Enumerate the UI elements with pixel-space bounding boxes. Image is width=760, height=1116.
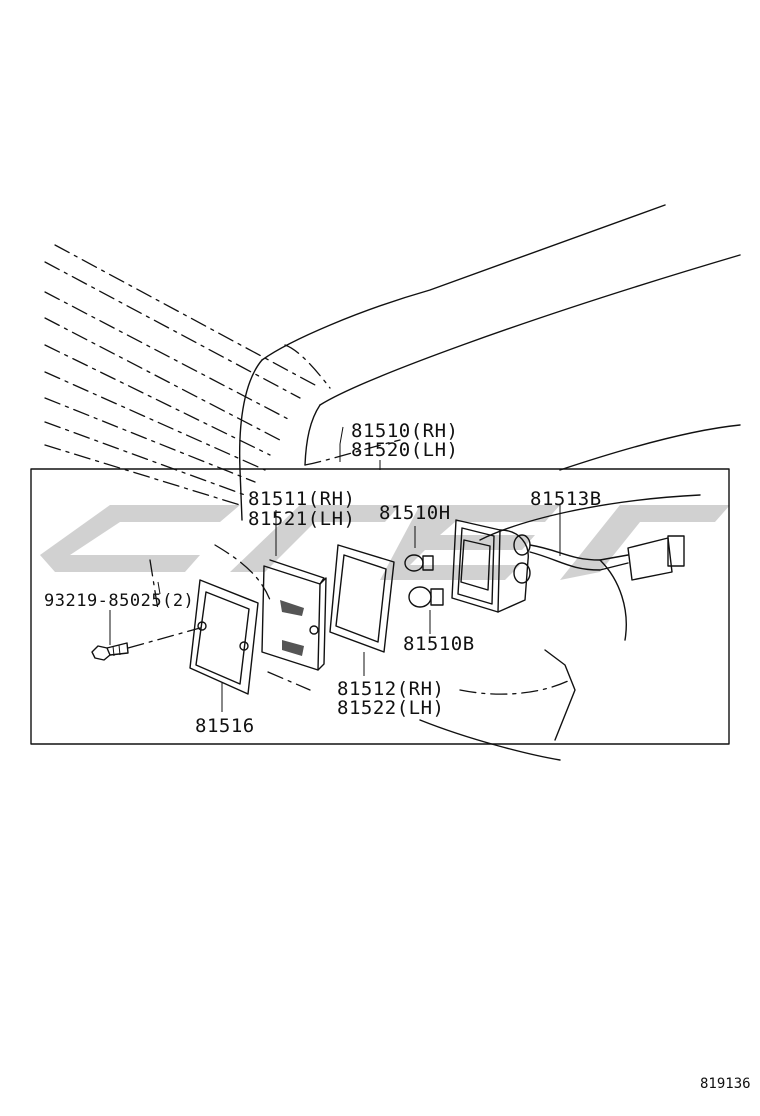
- label-81521-lh: 81521(LH): [248, 508, 356, 530]
- label-93219-85025: 93219-85025(2): [44, 591, 195, 611]
- socket-housing: [451, 505, 685, 613]
- label-81510-rh: 81510(RH): [351, 420, 459, 442]
- label-81512-rh: 81512(RH): [337, 678, 445, 700]
- screw-part: [91, 627, 201, 661]
- vehicle-body-outline: [44, 204, 741, 761]
- label-81522-lh: 81522(LH): [337, 697, 445, 719]
- lens-part: [261, 510, 327, 691]
- label-81513b: 81513B: [530, 488, 602, 510]
- gasket-part: [189, 579, 259, 712]
- bulb-small: [404, 526, 434, 572]
- leader-lines: [109, 426, 381, 645]
- watermark-logo: [40, 505, 730, 580]
- inner-gasket-part: [329, 544, 395, 676]
- label-81516: 81516: [195, 715, 255, 737]
- label-81520-lh: 81520(LH): [351, 439, 459, 461]
- bulb-large: [408, 586, 444, 634]
- label-81510b: 81510B: [403, 633, 475, 655]
- label-81510h: 81510H: [379, 502, 451, 524]
- label-81511-rh: 81511(RH): [248, 488, 356, 510]
- diagram-reference-number: 819136: [700, 1076, 751, 1092]
